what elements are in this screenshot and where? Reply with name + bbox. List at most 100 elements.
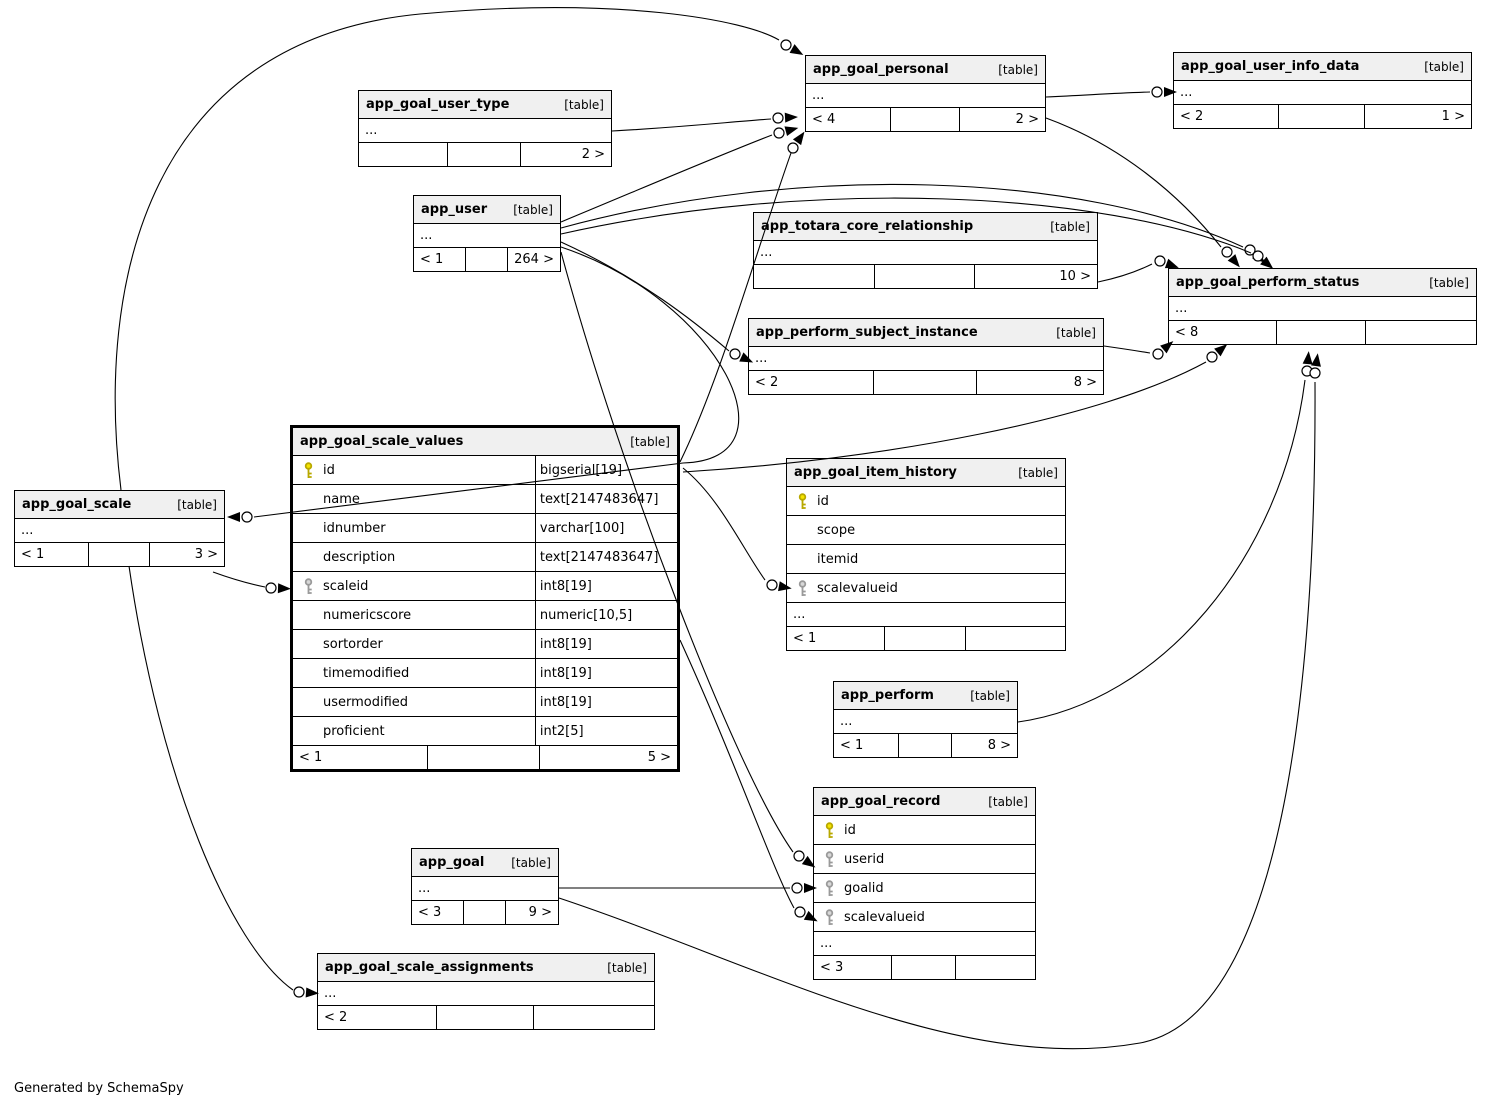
- edge-circle-icon: [793, 850, 805, 862]
- footer-children-count: 9 >: [505, 901, 558, 924]
- table-app_goal_scale_values[interactable]: app_goal_scale_values [table] id bigseri…: [290, 425, 680, 772]
- footer-middle-cell: [874, 265, 973, 288]
- table-app_goal_personal[interactable]: app_goal_personal [table] ... < 4 2 >: [805, 55, 1046, 132]
- fk-edge-7: [1045, 91, 1151, 98]
- edge-arrowhead-icon: [1302, 351, 1313, 365]
- table-header: app_totara_core_relationship [table]: [754, 213, 1097, 241]
- edge-arrowhead-icon: [227, 512, 240, 522]
- hidden-columns-row: ...: [15, 519, 224, 543]
- fk-edge-2: [212, 571, 266, 588]
- edge-arrowhead-icon: [277, 583, 291, 594]
- footer-children-count: 3 >: [148, 543, 224, 566]
- key-icon-slot: [787, 487, 817, 515]
- table-footer: 10 >: [754, 265, 1097, 288]
- table-app_goal_item_history[interactable]: app_goal_item_history [table] id scope i…: [786, 458, 1066, 651]
- table-name[interactable]: app_perform_subject_instance: [756, 325, 978, 340]
- table-badge: [table]: [1424, 59, 1464, 74]
- table-badge: [table]: [970, 688, 1010, 703]
- footer-children-count: 2 >: [520, 143, 611, 166]
- edge-circle-icon: [780, 39, 792, 51]
- table-app_goal[interactable]: app_goal [table] ... < 3 9 >: [411, 848, 559, 925]
- footer-parents-count: < 1: [21, 547, 45, 562]
- key-icon-slot: [293, 717, 323, 745]
- edge-circle-icon: [772, 112, 784, 124]
- key-icon-slot: [293, 543, 323, 571]
- table-app_user[interactable]: app_user [table] ... < 1 264 >: [413, 195, 561, 272]
- table-footer: 2 >: [359, 143, 611, 166]
- table-app_goal_user_info_data[interactable]: app_goal_user_info_data [table] ... < 2 …: [1173, 52, 1472, 129]
- table-badge: [table]: [1429, 275, 1469, 290]
- key-icon-slot: [293, 630, 323, 658]
- key-icon-slot: [293, 514, 323, 542]
- key-icon-slot: [293, 688, 323, 716]
- column-row-goalid: goalid: [814, 874, 1035, 903]
- foreign-key-icon: [825, 908, 833, 925]
- primary-key-icon: [798, 492, 806, 509]
- table-name[interactable]: app_goal_scale: [22, 497, 132, 512]
- table-name[interactable]: app_goal_scale_values: [300, 434, 464, 449]
- footer-children-count: 5 >: [538, 746, 677, 769]
- table-name[interactable]: app_goal_item_history: [794, 465, 957, 480]
- edge-arrowhead-icon: [1214, 344, 1228, 357]
- column-row-idnumber: idnumber varchar[100]: [293, 514, 677, 543]
- table-app_totara_core_relationship[interactable]: app_totara_core_relationship [table] ...…: [753, 212, 1098, 289]
- table-name[interactable]: app_totara_core_relationship: [761, 219, 974, 234]
- table-app_perform_subject_instance[interactable]: app_perform_subject_instance [table] ...…: [748, 318, 1104, 395]
- table-header: app_perform [table]: [834, 682, 1017, 710]
- footer-middle-cell: [435, 1006, 533, 1029]
- table-app_perform[interactable]: app_perform [table] ... < 1 8 >: [833, 681, 1018, 758]
- column-type: int8[19]: [534, 659, 677, 687]
- footer-parents-count: < 1: [840, 738, 864, 753]
- column-row-id: id: [787, 487, 1065, 516]
- column-name: itemid: [817, 551, 859, 567]
- footer-middle-cell: [898, 734, 951, 757]
- table-name[interactable]: app_goal: [419, 855, 485, 870]
- table-footer: < 1 3 >: [15, 543, 224, 566]
- footer-children-count: [1365, 321, 1476, 344]
- footer-middle-cell: [1277, 105, 1364, 128]
- table-footer: < 4 2 >: [806, 108, 1045, 131]
- table-name[interactable]: app_goal_user_info_data: [1181, 59, 1360, 74]
- footer-middle-cell: [463, 901, 505, 924]
- footer-children-count: 10 >: [973, 265, 1097, 288]
- table-app_goal_scale_assignments[interactable]: app_goal_scale_assignments [table] ... <…: [317, 953, 655, 1030]
- column-name: userid: [844, 851, 885, 867]
- edge-arrowhead-icon: [792, 131, 805, 146]
- footer-middle-cell: [465, 248, 507, 271]
- table-app_goal_record[interactable]: app_goal_record [table] id userid goalid: [813, 787, 1036, 980]
- edge-circle-icon: [1244, 244, 1256, 256]
- table-header: app_goal_scale [table]: [15, 491, 224, 519]
- table-name[interactable]: app_goal_record: [821, 794, 941, 809]
- table-header: app_goal [table]: [412, 849, 558, 877]
- fk-edge-1: [128, 565, 294, 991]
- table-badge: [table]: [1056, 325, 1096, 340]
- column-name: proficient: [323, 723, 385, 739]
- table-footer: < 1 264 >: [414, 248, 560, 271]
- column-row-id: id: [814, 816, 1035, 845]
- table-name[interactable]: app_user: [421, 202, 488, 217]
- table-name[interactable]: app_goal_perform_status: [1176, 275, 1360, 290]
- column-name: numericscore: [323, 607, 412, 623]
- footer-parents-count: < 2: [324, 1010, 348, 1025]
- table-name[interactable]: app_goal_personal: [813, 62, 949, 77]
- table-name[interactable]: app_goal_scale_assignments: [325, 960, 534, 975]
- table-footer: < 3: [814, 956, 1035, 979]
- table-header: app_perform_subject_instance [table]: [749, 319, 1103, 347]
- table-app_goal_user_type[interactable]: app_goal_user_type [table] ... 2 >: [358, 90, 612, 167]
- table-name[interactable]: app_goal_user_type: [366, 97, 510, 112]
- column-row-scalevalueid: scalevalueid: [787, 574, 1065, 603]
- table-app_goal_scale[interactable]: app_goal_scale [table] ... < 1 3 >: [14, 490, 225, 567]
- table-name[interactable]: app_perform: [841, 688, 934, 703]
- column-type: int2[5]: [534, 717, 677, 745]
- footer-middle-cell: [872, 371, 976, 394]
- table-header: app_goal_record [table]: [814, 788, 1035, 816]
- footer-parents-count: < 3: [820, 960, 844, 975]
- table-badge: [table]: [1050, 219, 1090, 234]
- edge-circle-icon: [1301, 365, 1313, 377]
- table-app_goal_perform_status[interactable]: app_goal_perform_status [table] ... < 8: [1168, 268, 1477, 345]
- hidden-columns-row: ...: [806, 84, 1045, 108]
- footer-children-count: 8 >: [975, 371, 1103, 394]
- table-header: app_goal_personal [table]: [806, 56, 1045, 84]
- footer-middle-cell: [427, 746, 538, 769]
- key-icon-slot: [814, 845, 844, 873]
